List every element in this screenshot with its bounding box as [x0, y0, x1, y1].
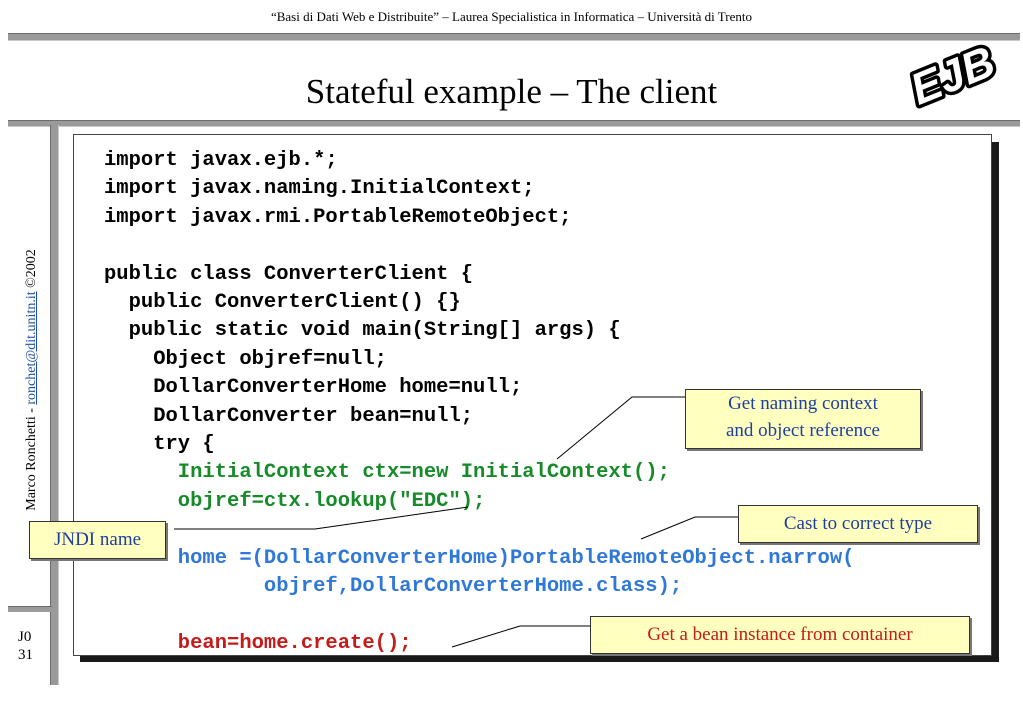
footer-rule — [8, 606, 52, 612]
code-line-initial-context: InitialContext ctx=new InitialContext(); — [104, 461, 670, 485]
top-rule — [8, 33, 1020, 41]
callout-bean-instance: Get a bean instance from container — [590, 616, 970, 654]
code-line-narrow: home =(DollarConverterHome)PortableRemot… — [104, 546, 855, 570]
code-line: import javax.ejb.*; — [104, 149, 338, 172]
code-line: public class ConverterClient { — [104, 262, 474, 286]
code-line-narrow-args: objref,DollarConverterHome.class); — [104, 575, 683, 599]
code-line: import javax.naming.InitialContext; — [104, 177, 535, 201]
code-line-lookup: objref=ctx.lookup("EDC"); — [104, 489, 486, 513]
code-line: Object objref=null; — [104, 347, 387, 371]
callout-naming-context: Get naming context and object reference — [685, 389, 921, 449]
slide-page: 31 — [18, 647, 33, 663]
callout-naming-line1: Get naming context — [728, 393, 878, 414]
svg-text:EJB: EJB — [908, 37, 1000, 114]
callout-cast: Cast to correct type — [738, 505, 978, 543]
copyright: ©2002 — [24, 249, 39, 288]
ejb-logo: EJB EJB — [908, 34, 1000, 114]
title-rule — [8, 120, 1020, 127]
author-email-link[interactable]: ronchet@dit.unitn.it — [24, 291, 39, 405]
slide-number: J0 31 — [18, 628, 33, 664]
slide-section: J0 — [18, 629, 32, 645]
code-line: public ConverterClient() {} — [104, 291, 461, 315]
author-sidebar: Marco Ronchetti - ronchet@dit.unitn.it ©… — [24, 249, 40, 511]
code-line: import javax.rmi.PortableRemoteObject; — [104, 205, 572, 229]
sidebar-separator: - — [24, 404, 39, 417]
course-header: “Basi di Dati Web e Distribuite” – Laure… — [270, 9, 753, 24]
left-vertical-rule — [50, 125, 59, 685]
callout-jndi-name: JNDI name — [29, 521, 166, 559]
code-line: public static void main(String[] args) { — [104, 319, 621, 343]
code-line: DollarConverterHome home=null; — [104, 376, 523, 400]
code-line: try { — [104, 433, 215, 457]
slide-title: Stateful example – The client — [305, 72, 718, 111]
author-name: Marco Ronchetti — [24, 416, 39, 511]
callout-naming-line2: and object reference — [725, 420, 880, 441]
code-listing: import javax.ejb.*; import javax.naming.… — [104, 147, 854, 658]
code-line: DollarConverter bean=null; — [104, 404, 474, 428]
code-line-create: bean=home.create(); — [104, 631, 412, 655]
